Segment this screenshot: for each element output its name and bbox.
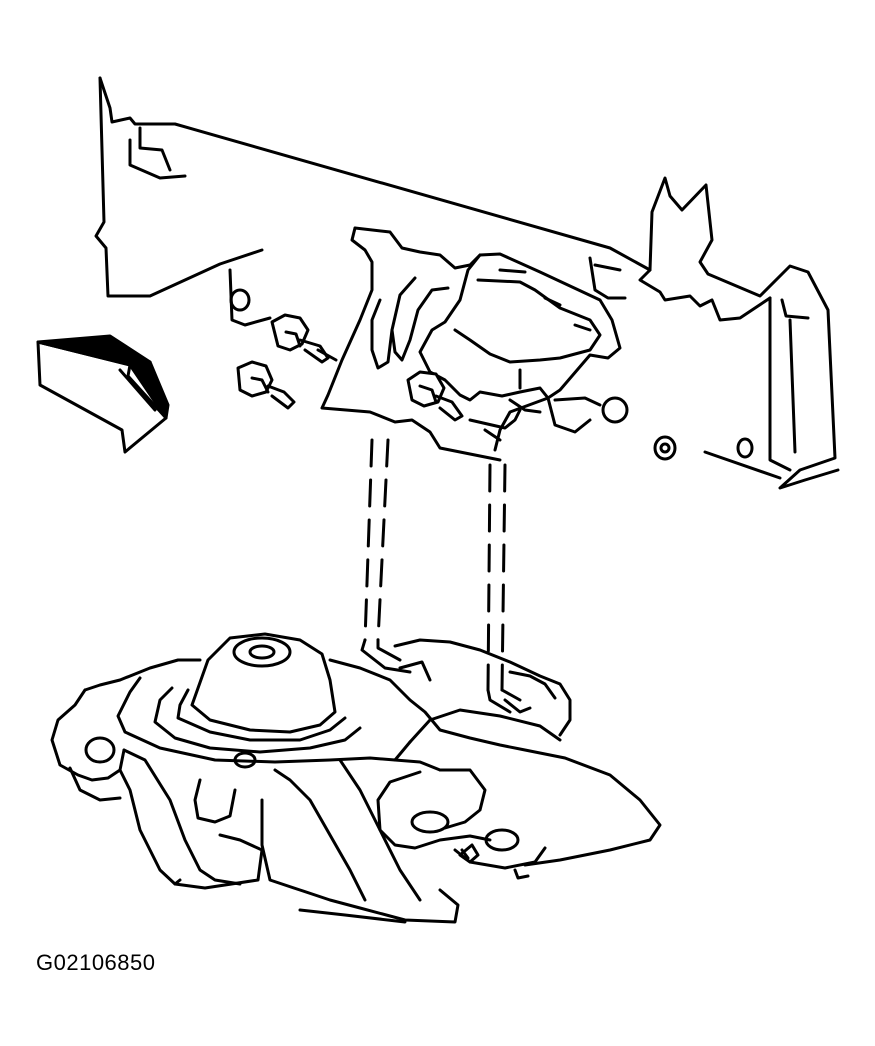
- lower-mount-crossmember: [50, 632, 662, 924]
- view-direction-arrow-icon: [36, 334, 170, 454]
- engine-mount-bracket: [320, 226, 622, 462]
- figure-id-label: G02106850: [36, 950, 156, 975]
- alignment-lines: [360, 438, 522, 714]
- mount-bolt-2: [236, 360, 296, 410]
- mount-bolt-1: [270, 313, 338, 364]
- engine-frame-upper: [94, 76, 840, 490]
- mount-bolt-3: [406, 370, 464, 422]
